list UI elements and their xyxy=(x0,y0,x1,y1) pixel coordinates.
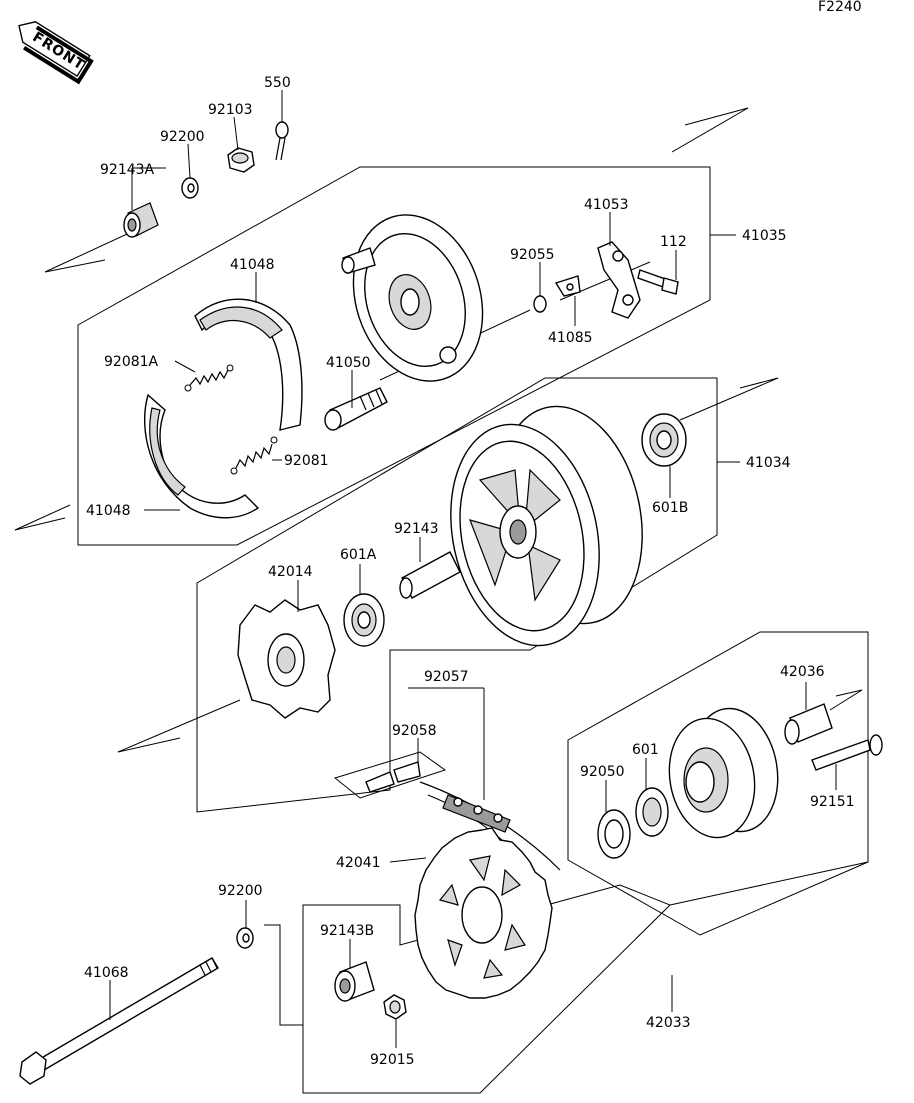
sprocket-frame xyxy=(302,884,671,1094)
coupling-hub xyxy=(668,707,779,839)
label-112: 112 xyxy=(660,234,687,250)
label-92143B: 92143B xyxy=(320,923,374,939)
label-41053: 41053 xyxy=(584,197,629,213)
brake-panel xyxy=(341,214,484,382)
sprocket-42041 xyxy=(414,827,553,999)
label-92058: 92058 xyxy=(392,723,437,739)
label-92151: 92151 xyxy=(810,794,855,810)
label-92081: 92081 xyxy=(284,453,329,469)
wheel-frame xyxy=(196,377,718,813)
cotter-pin-550 xyxy=(275,121,289,161)
bolt-112 xyxy=(637,269,679,295)
collar-42036 xyxy=(784,703,833,745)
label-41050: 41050 xyxy=(326,355,371,371)
hub-damper-42014 xyxy=(237,599,336,719)
washer-92200-top xyxy=(181,177,199,199)
brake-panel-frame xyxy=(77,166,711,546)
collar-92143A xyxy=(123,202,159,238)
label-42041: 42041 xyxy=(336,855,381,871)
label-601B: 601B xyxy=(652,500,688,516)
label-42033: 42033 xyxy=(646,1015,691,1031)
leader-lines xyxy=(109,90,837,1048)
spring-92081 xyxy=(230,436,278,475)
label-92015: 92015 xyxy=(370,1052,415,1068)
chain-joint-92058 xyxy=(333,751,447,799)
label-601A: 601A xyxy=(340,547,377,563)
nut-92015 xyxy=(383,994,407,1020)
label-42014: 42014 xyxy=(268,564,313,580)
label-41048-top: 41048 xyxy=(230,257,275,273)
part-labels: 550 92103 92200 92143A 41048 92081A 9208… xyxy=(84,75,855,1068)
bearing-601B xyxy=(641,413,687,467)
label-92081A: 92081A xyxy=(104,354,159,370)
axle-41068 xyxy=(19,957,219,1085)
brake-cam-41050 xyxy=(324,387,388,431)
label-92143A: 92143A xyxy=(100,162,155,178)
label-41068: 41068 xyxy=(84,965,129,981)
bearing-601A xyxy=(343,593,385,647)
label-92143: 92143 xyxy=(394,521,439,537)
brake-shoe-bottom-41048 xyxy=(144,393,260,519)
label-92103: 92103 xyxy=(208,102,253,118)
label-42036: 42036 xyxy=(780,664,825,680)
o-ring-92055 xyxy=(533,295,547,313)
label-550: 550 xyxy=(264,75,291,91)
spacer-92143 xyxy=(399,551,461,599)
label-92055: 92055 xyxy=(510,247,555,263)
oil-seal-92050 xyxy=(597,809,631,859)
label-41035: 41035 xyxy=(742,228,787,244)
bolt-92151 xyxy=(811,734,883,771)
label-41085: 41085 xyxy=(548,330,593,346)
bearing-601 xyxy=(635,787,669,837)
figure-code: F2240 xyxy=(818,0,862,15)
label-92200-top: 92200 xyxy=(160,129,205,145)
castle-nut-92103 xyxy=(227,147,255,173)
front-arrow-icon: FRONT xyxy=(18,21,94,85)
wheel-41034 xyxy=(450,405,643,647)
label-41034: 41034 xyxy=(746,455,791,471)
label-92200-bottom: 92200 xyxy=(218,883,263,899)
brake-shoe-top-41048 xyxy=(194,298,303,431)
spring-92081A xyxy=(184,364,234,392)
collar-92143B xyxy=(334,961,375,1002)
label-92050: 92050 xyxy=(580,764,625,780)
wear-indicator-41085 xyxy=(554,275,581,297)
label-601: 601 xyxy=(632,742,659,758)
brake-lever-41053 xyxy=(597,241,641,319)
washer-92200-bottom xyxy=(236,927,254,949)
label-41048-bottom: 41048 xyxy=(86,503,131,519)
label-92057: 92057 xyxy=(424,669,469,685)
